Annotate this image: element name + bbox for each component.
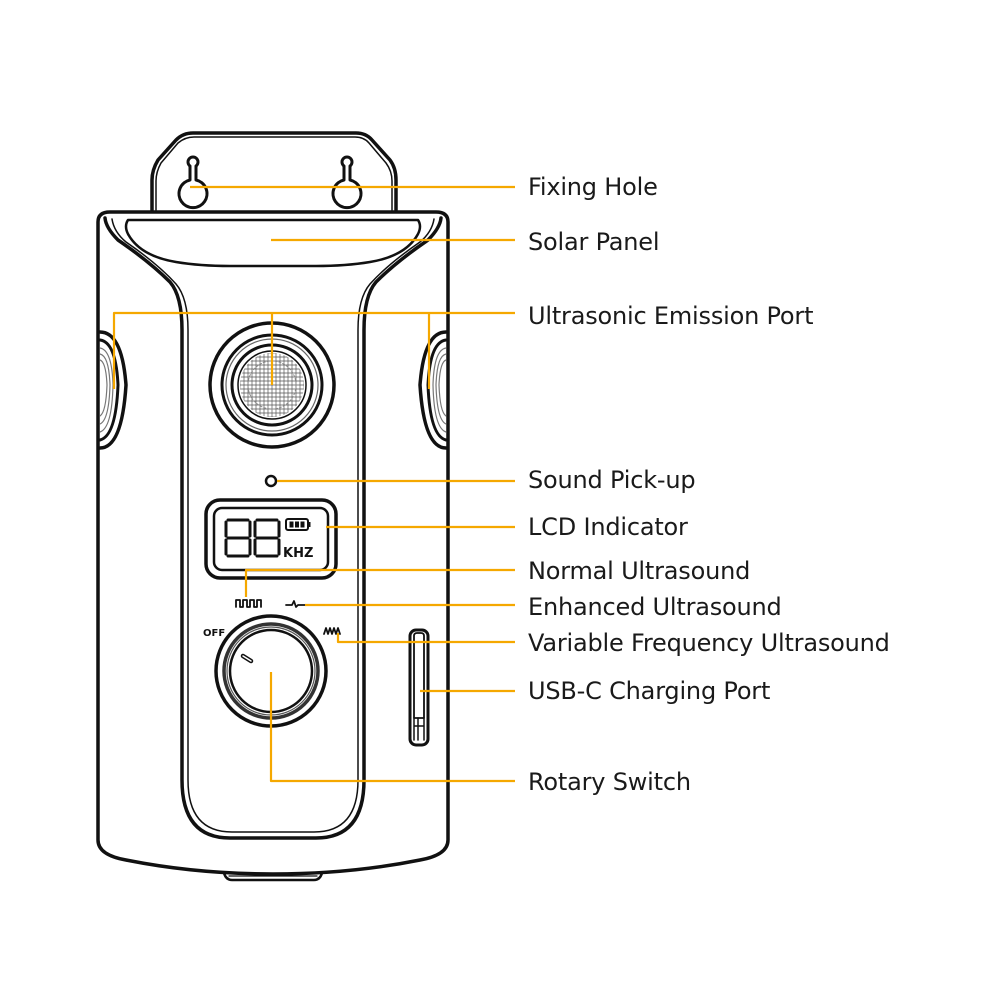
- mounting-tab: [150, 131, 398, 212]
- label-normal-ultrasound: Normal Ultrasound: [528, 557, 751, 585]
- label-rotary-switch: Rotary Switch: [528, 768, 691, 796]
- fixing-hole-left: [177, 155, 209, 210]
- sawtooth-wave-icon: [323, 627, 341, 635]
- lcd-digits: [224, 518, 281, 558]
- lcd-display: [204, 498, 338, 580]
- leader-ultrasonic-emission-port: [112, 311, 515, 389]
- leader-rotary-switch: [269, 672, 515, 783]
- pulse-wave-icon: [285, 600, 306, 608]
- switch-off-label: OFF: [203, 628, 225, 639]
- label-sound-pick-up: Sound Pick-up: [528, 466, 696, 494]
- label-fixing-hole: Fixing Hole: [528, 173, 658, 201]
- sound-pickup-hole: [264, 474, 278, 488]
- label-usb-c-charging-port: USB-C Charging Port: [528, 677, 771, 705]
- leader-variable-frequency-ultrasound: [336, 633, 515, 644]
- leader-lines: [112, 185, 515, 783]
- square-wave-icon: [235, 599, 262, 608]
- label-solar-panel: Solar Panel: [528, 228, 660, 256]
- ultrasonic-port-left: [98, 330, 128, 450]
- label-variable-frequency-ultrasound: Variable Frequency Ultrasound: [528, 629, 890, 657]
- label-ultrasonic-emission-port: Ultrasonic Emission Port: [528, 302, 814, 330]
- device-body: [96, 210, 450, 882]
- leader-normal-ultrasound: [244, 568, 515, 597]
- front-face-contour: [103, 216, 443, 840]
- usb-c-port[interactable]: [408, 628, 430, 747]
- ultrasonic-port-right: [418, 330, 448, 450]
- battery-full-icon: [285, 518, 311, 531]
- label-enhanced-ultrasound: Enhanced Ultrasound: [528, 593, 782, 621]
- solar-panel: [124, 218, 422, 268]
- lcd-unit: KHZ: [283, 546, 313, 561]
- fixing-hole-right: [331, 155, 363, 210]
- label-lcd-indicator: LCD Indicator: [528, 513, 688, 541]
